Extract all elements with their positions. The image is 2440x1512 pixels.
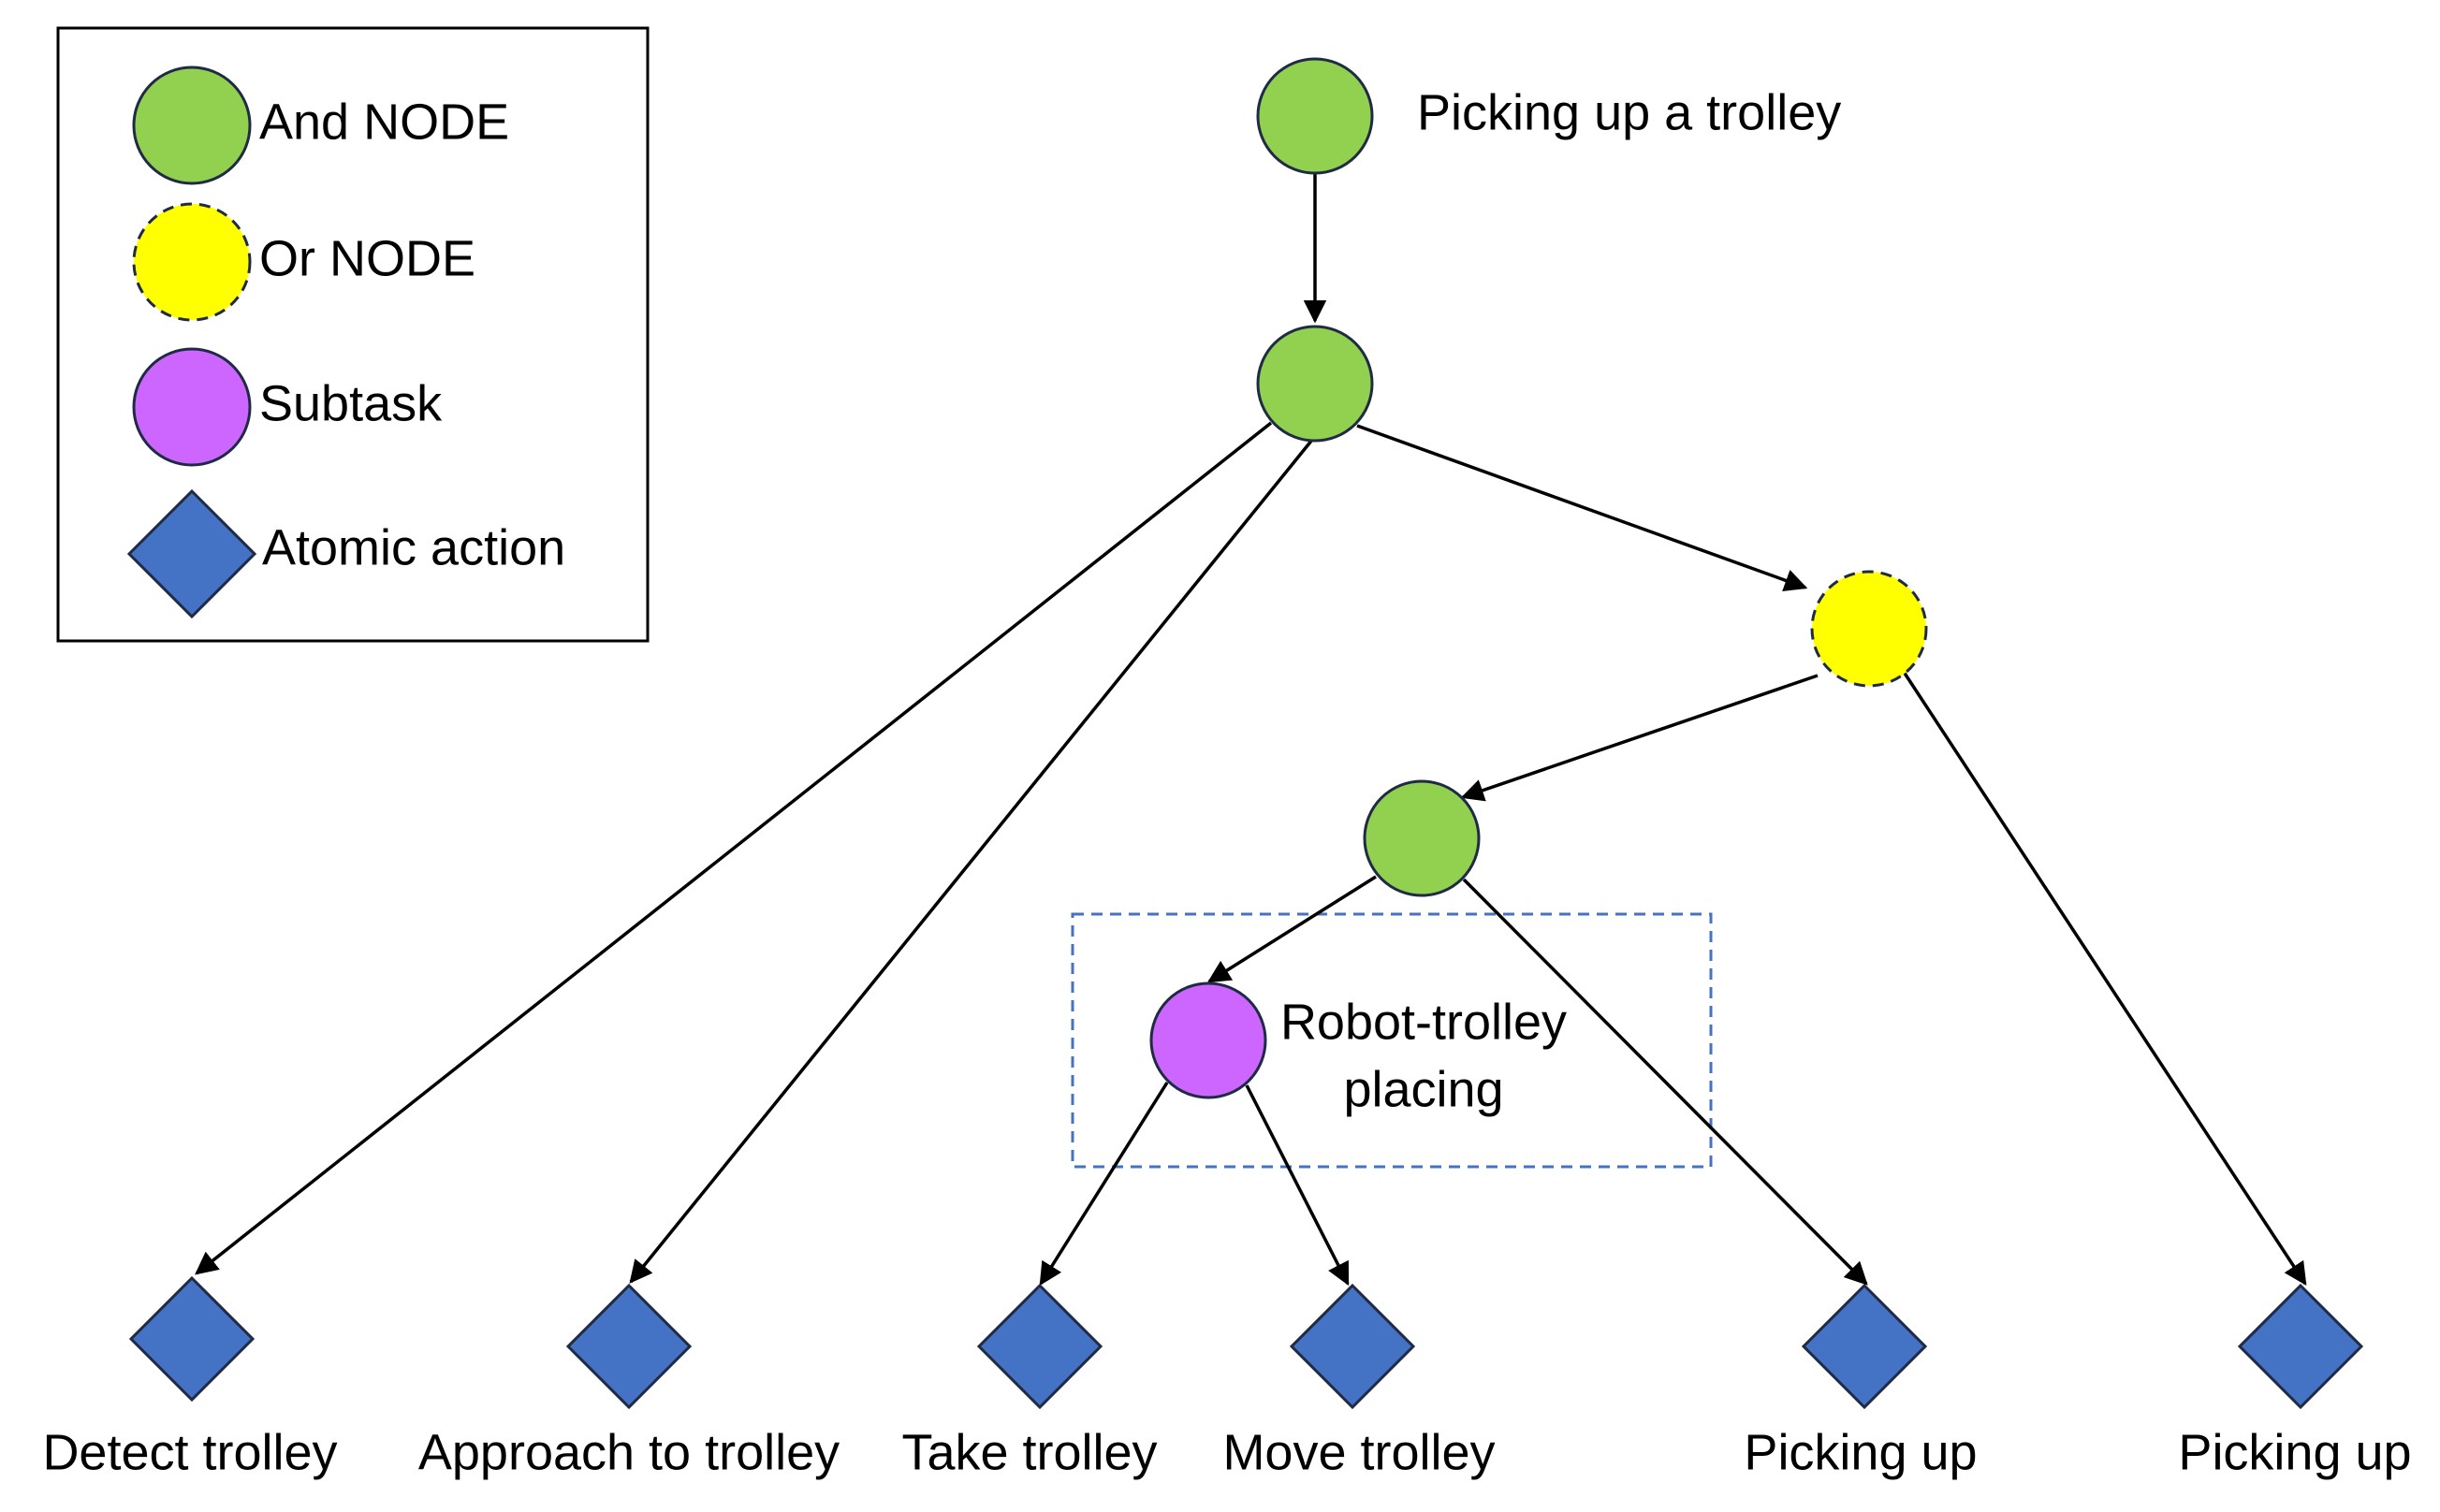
nodes: Picking up a trolley Robot-trolley placi… bbox=[1149, 57, 1928, 1117]
root-node-label: Picking up a trolley bbox=[1417, 84, 1841, 140]
legend-atomic-action-label: Atomic action bbox=[262, 519, 565, 575]
action-picking-up-1-diamond bbox=[1801, 1283, 1928, 1410]
legend-or-node-icon bbox=[132, 202, 252, 322]
edge-or-to-picking-up-2 bbox=[1902, 671, 2307, 1287]
action-take-trolley-diamond bbox=[976, 1283, 1103, 1410]
or-node bbox=[1810, 570, 1928, 688]
action-approach-trolley-diamond bbox=[565, 1283, 693, 1410]
legend-and-node-label: And NODE bbox=[259, 94, 509, 150]
atomic-actions: Detect trolley Approach to trolley Take … bbox=[42, 1275, 2412, 1480]
subtask-group-box bbox=[1071, 912, 1713, 1169]
edge-and-to-detect bbox=[195, 421, 1273, 1275]
action-move-trolley-label: Move trolley bbox=[1222, 1424, 1495, 1480]
root-and-node bbox=[1256, 57, 1374, 175]
subtask-node bbox=[1149, 981, 1267, 1099]
legend-and-node-icon bbox=[132, 65, 252, 185]
edge-or-to-and2 bbox=[1460, 674, 1819, 802]
legend-subtask-icon bbox=[132, 347, 252, 467]
edge-and2-to-subtask bbox=[1206, 875, 1377, 983]
action-detect-trolley-label: Detect trolley bbox=[42, 1424, 337, 1480]
and-node-2 bbox=[1363, 779, 1481, 897]
legend-atomic-action-icon bbox=[126, 488, 257, 619]
action-picking-up-2-label: Picking up bbox=[2178, 1424, 2411, 1480]
legend-subtask-label: Subtask bbox=[259, 375, 443, 431]
subtask-label-line1: Robot-trolley bbox=[1280, 994, 1567, 1050]
edge-subtask-to-move bbox=[1245, 1084, 1350, 1287]
edge-subtask-to-take bbox=[1039, 1082, 1169, 1287]
edge-and-to-approach bbox=[629, 438, 1314, 1284]
edges bbox=[195, 173, 2307, 1287]
edge-and2-to-picking-up-1 bbox=[1462, 878, 1868, 1286]
edge-and-to-or bbox=[1356, 424, 1808, 592]
action-take-trolley-label: Take trolley bbox=[901, 1424, 1157, 1480]
action-picking-up-1-label: Picking up bbox=[1744, 1424, 1977, 1480]
action-approach-trolley-label: Approach to trolley bbox=[418, 1424, 840, 1480]
action-picking-up-2-diamond bbox=[2237, 1283, 2364, 1410]
and-node bbox=[1256, 325, 1374, 443]
action-detect-trolley-diamond bbox=[128, 1275, 256, 1403]
subtask-label-line2: placing bbox=[1343, 1061, 1503, 1117]
legend: And NODE Or NODE Subtask Atomic action bbox=[56, 26, 650, 643]
legend-or-node-label: Or NODE bbox=[259, 230, 475, 286]
action-move-trolley-diamond bbox=[1289, 1283, 1416, 1410]
